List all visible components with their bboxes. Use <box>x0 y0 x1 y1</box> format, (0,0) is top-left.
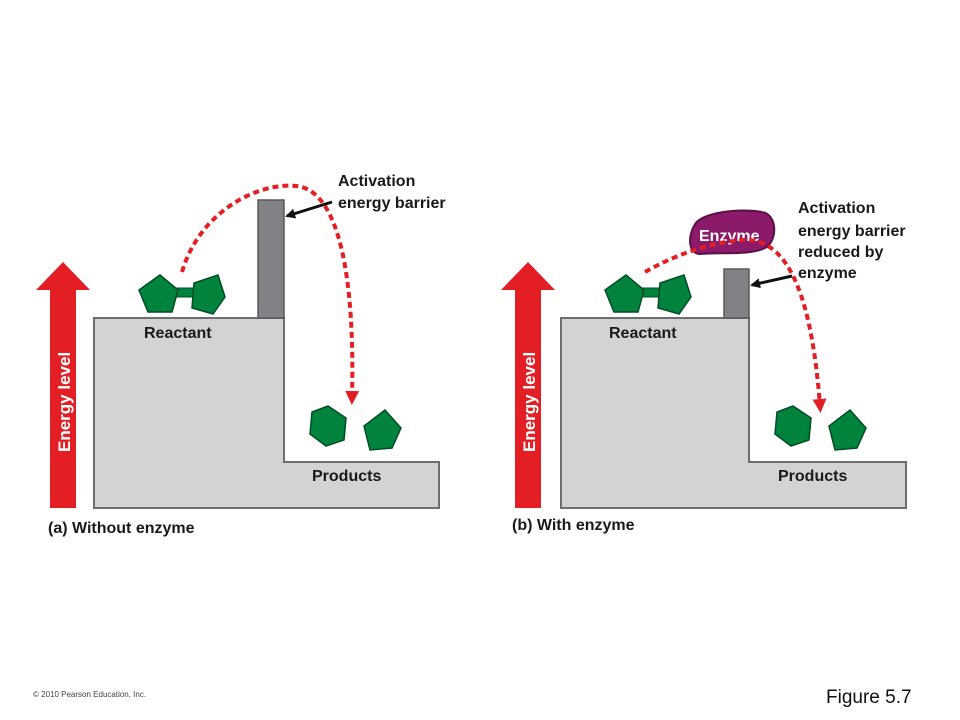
product-molecules <box>774 405 867 451</box>
reaction-path-arrow <box>644 237 827 413</box>
energy-level-label: Energy level <box>55 352 74 452</box>
reduced-activation-barrier <box>723 268 750 319</box>
reaction-path-arrow <box>180 183 360 405</box>
energy-level-arrow <box>501 262 555 508</box>
figure-label: Figure 5.7 <box>826 687 912 708</box>
panel-b: Energy level Enzyme Activation energy ba… <box>501 200 907 534</box>
barrier-pointer-arrow <box>285 200 333 219</box>
barrier-label-line2: energy barrier <box>338 195 446 212</box>
barrier-pointer-arrow <box>750 274 793 289</box>
reactant-molecule <box>138 274 226 315</box>
panel-a: Energy level Activation energy barrier R… <box>36 173 446 537</box>
barrier-label-line1: Activation <box>798 200 875 217</box>
barrier-label-line2: energy barrier <box>798 223 906 240</box>
reactant-label: Reactant <box>609 325 677 342</box>
reactant-molecule <box>604 274 692 315</box>
activation-barrier <box>257 199 285 319</box>
energy-step <box>560 317 907 509</box>
panel-caption: (b) With enzyme <box>512 517 635 534</box>
panel-caption: (a) Without enzyme <box>48 520 195 537</box>
reactant-label: Reactant <box>144 325 212 342</box>
barrier-label-line4: enzyme <box>798 265 857 282</box>
energy-level-arrow <box>36 262 90 508</box>
enzyme-label: Enzyme <box>699 228 760 245</box>
copyright-text: © 2010 Pearson Education, Inc. <box>33 690 146 699</box>
products-label: Products <box>312 468 381 485</box>
barrier-label-line1: Activation <box>338 173 415 190</box>
products-label: Products <box>778 468 847 485</box>
energy-level-label: Energy level <box>520 352 539 452</box>
product-molecules <box>309 405 402 451</box>
barrier-label-line3: reduced by <box>798 244 883 261</box>
